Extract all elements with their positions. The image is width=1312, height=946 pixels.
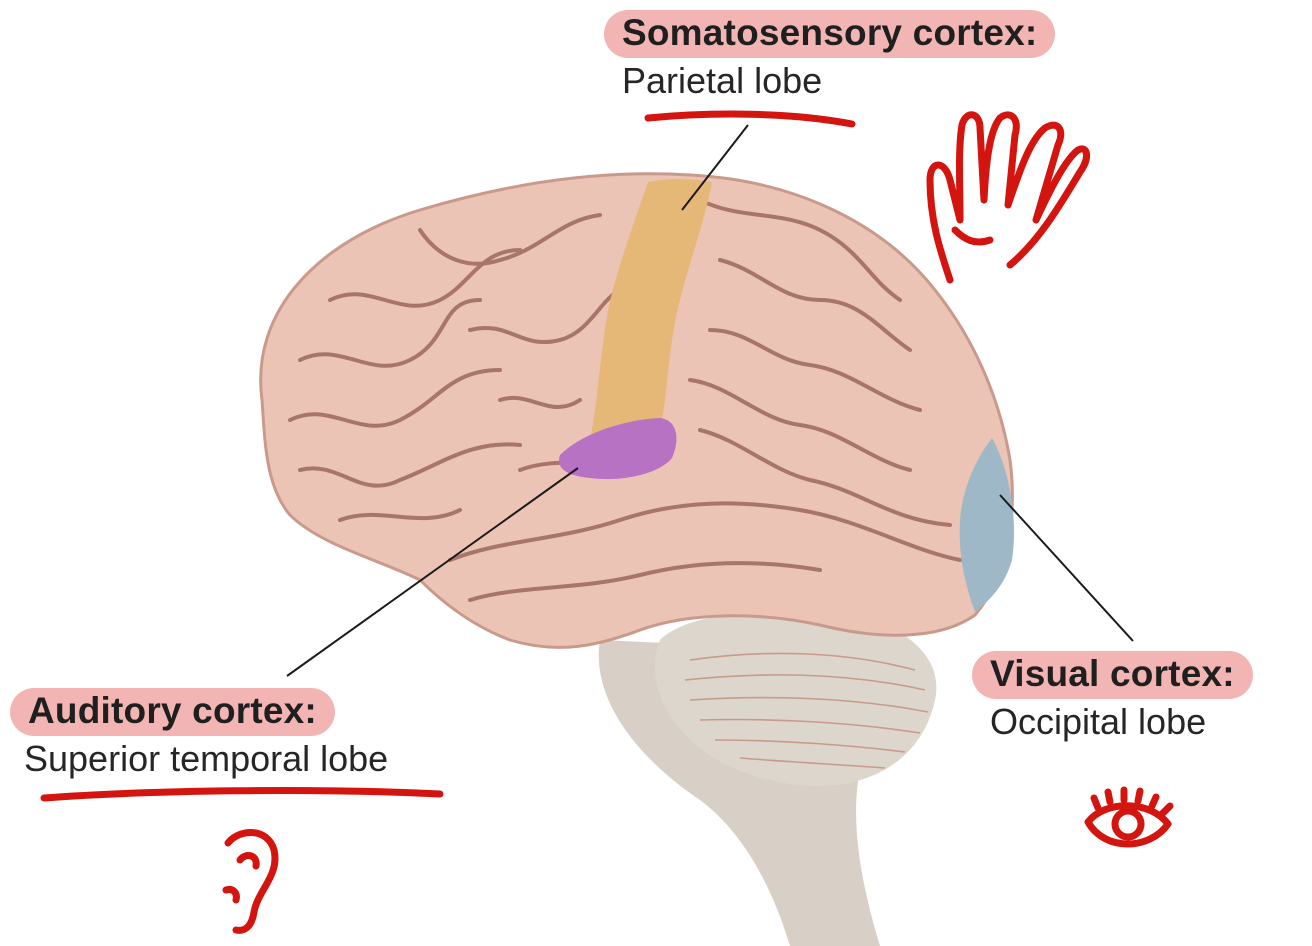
somatosensory-region <box>590 179 712 440</box>
visual-label: Visual cortex: Occipital lobe <box>972 651 1253 743</box>
auditory-region <box>559 418 677 480</box>
cerebrum-sulci <box>288 198 962 602</box>
leader-line-visual <box>999 494 1134 642</box>
eye-icon <box>1084 786 1174 848</box>
somatosensory-title: Somatosensory cortex: <box>604 10 1056 58</box>
auditory-title: Auditory cortex: <box>10 688 335 736</box>
leader-line-somatosensory <box>681 124 749 211</box>
auditory-label: Auditory cortex: Superior temporal lobe <box>10 688 388 780</box>
somatosensory-subtitle: Parietal lobe <box>622 60 823 101</box>
visual-title: Visual cortex: <box>972 651 1253 699</box>
cerebellum-folia <box>684 652 929 769</box>
leader-line-auditory <box>286 467 579 677</box>
hand-icon <box>926 111 1090 284</box>
visual-region <box>959 438 1014 612</box>
underline-superior-temporal <box>40 787 444 802</box>
visual-subtitle: Occipital lobe <box>990 701 1207 742</box>
underline-parietal <box>644 110 856 128</box>
ear-icon <box>222 829 279 934</box>
somatosensory-label: Somatosensory cortex: Parietal lobe <box>604 10 1056 102</box>
auditory-subtitle: Superior temporal lobe <box>24 738 389 779</box>
